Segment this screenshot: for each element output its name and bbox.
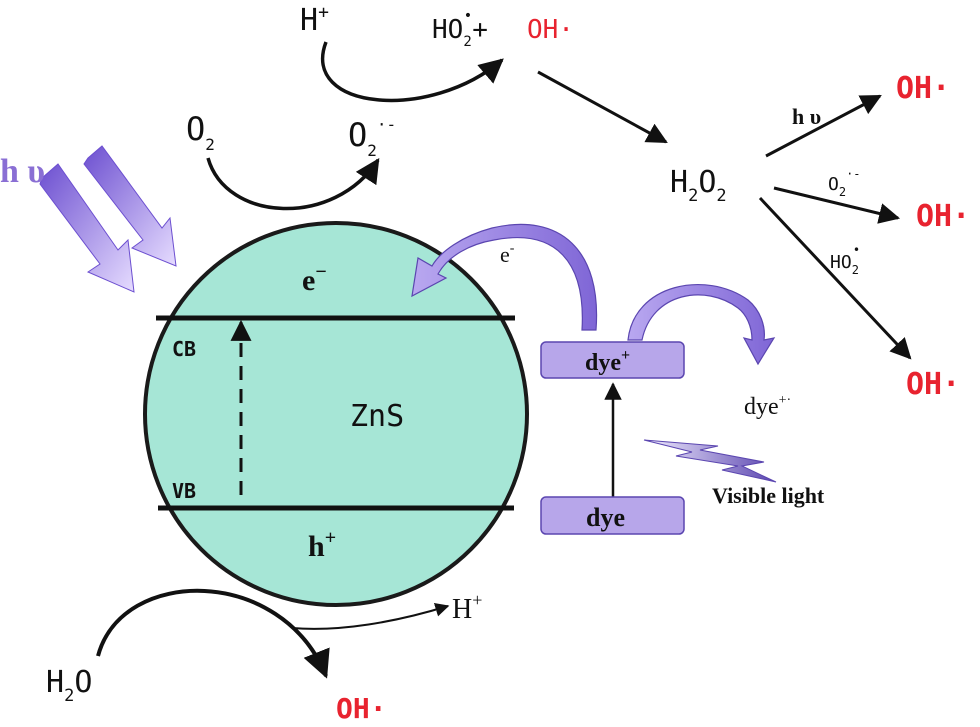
zns-label: ZnS [350,399,404,434]
conduction-band-label: CB [172,337,196,361]
oxygen-reduction: O2 O2·- [186,110,396,211]
uv-arrow-upper [83,145,177,267]
proton-bottom-label: H+ [452,590,482,625]
branch-arrow-photolysis [765,94,882,158]
superoxide-branch-label: O2·- [828,167,861,199]
water-oxidation-arrow [96,588,330,679]
peroxide-formation-arrow [537,70,668,144]
electron-injection: e- [411,223,598,331]
hole-label: h+ [308,527,336,563]
hydroperoxyl-top-label: HO2•+ [432,8,488,50]
superoxide-label: O2·- [348,115,396,160]
hydrogen-peroxide-label: H2O2 [670,165,727,206]
proton-release-arrow [291,603,450,630]
dye-ground-box [540,496,685,535]
dye-cation-radical-label: dye+· [744,393,791,420]
visible-light-bolt [643,439,777,483]
zns-particle: CB VB ZnS e− h+ [143,221,529,607]
uv-light-arrows: h υ [0,145,177,293]
branch-arrow-hydroperoxyl [758,196,912,360]
valence-band-label: VB [172,479,196,503]
hydroperoxyl-branch-label: HO2• [830,243,860,277]
protonation-arrow [321,41,504,103]
hydrogen-peroxide-branches: H2O2 h υ OH· O2·- OH· HO2• OH· [670,71,970,402]
water-label: H2O [46,665,92,706]
photolysis-label: h υ [792,104,821,129]
electron-injection-arrow [411,223,598,331]
dye-excited-box [540,341,685,379]
hydroxyl-radical-bottom: OH· [336,692,387,725]
branch-arrow-superoxide [773,186,901,224]
dye-oxidation-arrow [627,284,776,366]
visible-light-label: Visible light [712,483,825,508]
uv-photon-label: h υ [0,153,45,190]
hydroxyl-radical-2: OH· [916,199,970,234]
o2-label: O2 [186,110,215,154]
proton-top-label: H+ [300,2,329,38]
hydroxyl-radical-3: OH· [906,367,960,402]
electron-transfer-label: e- [500,241,515,267]
hydroxyl-radical-top: OH· [527,15,574,45]
water-oxidation: H2O H+ OH· [46,588,482,725]
dye-sensitization: dye+ dye+· dye Visible light [540,284,825,535]
dye-excited-label: dye+ [585,347,630,376]
uv-arrow-lower [39,163,135,293]
dye-ground-label: dye [586,503,625,532]
hydroxyl-radical-1: OH· [896,71,950,106]
oxygen-reduction-arrow [206,157,380,211]
electron-label: e− [302,261,327,297]
protonation-step: H+ HO2•+ OH· [300,2,574,103]
